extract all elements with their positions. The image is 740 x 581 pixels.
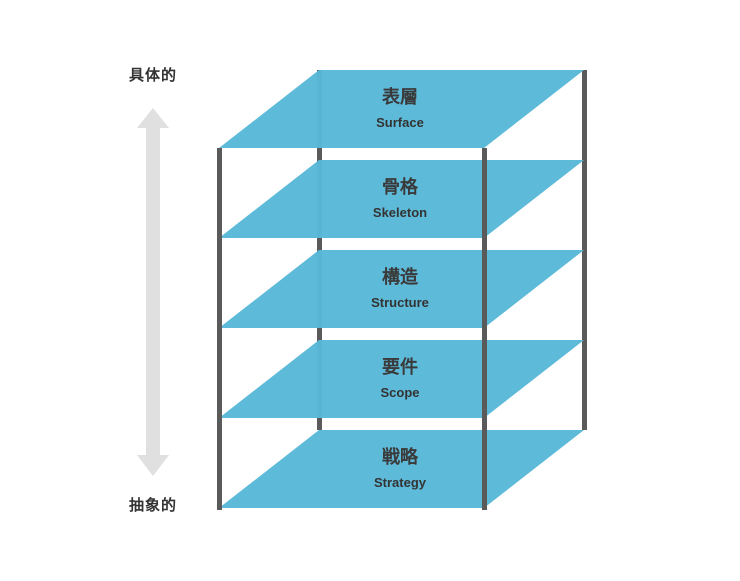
plane-title: 構造 <box>382 266 418 288</box>
axis-label-abstract: 抽象的 <box>128 496 177 514</box>
arrow-shaft <box>146 127 160 457</box>
pillar-back-right <box>582 70 587 430</box>
axis-label-concrete: 具体的 <box>128 66 177 84</box>
plane-strategy <box>219 430 584 508</box>
arrow-head-up <box>137 108 169 128</box>
plane-labels: 表層 Surface 骨格 Skeleton 構造 Structure 要件 Scope 戦略 S… <box>371 86 429 490</box>
plane-scope <box>219 340 584 418</box>
pillar-front-left <box>217 148 222 510</box>
pillar-front-right <box>482 148 487 510</box>
abstraction-arrow <box>137 108 169 476</box>
arrow-head-down <box>137 455 169 476</box>
planes <box>219 70 584 508</box>
plane-subtitle: Strategy <box>374 475 427 490</box>
plane-surface <box>219 70 584 148</box>
plane-title: 戦略 <box>382 446 419 468</box>
plane-title: 要件 <box>382 356 418 378</box>
plane-subtitle: Surface <box>376 115 424 130</box>
plane-subtitle: Structure <box>371 295 429 310</box>
plane-skeleton <box>219 160 584 238</box>
front-pillars <box>217 148 487 510</box>
plane-subtitle: Skeleton <box>373 205 427 220</box>
plane-title: 骨格 <box>382 176 419 198</box>
plane-title: 表層 <box>382 86 418 108</box>
plane-subtitle: Scope <box>380 385 419 400</box>
plane-structure <box>219 250 584 328</box>
